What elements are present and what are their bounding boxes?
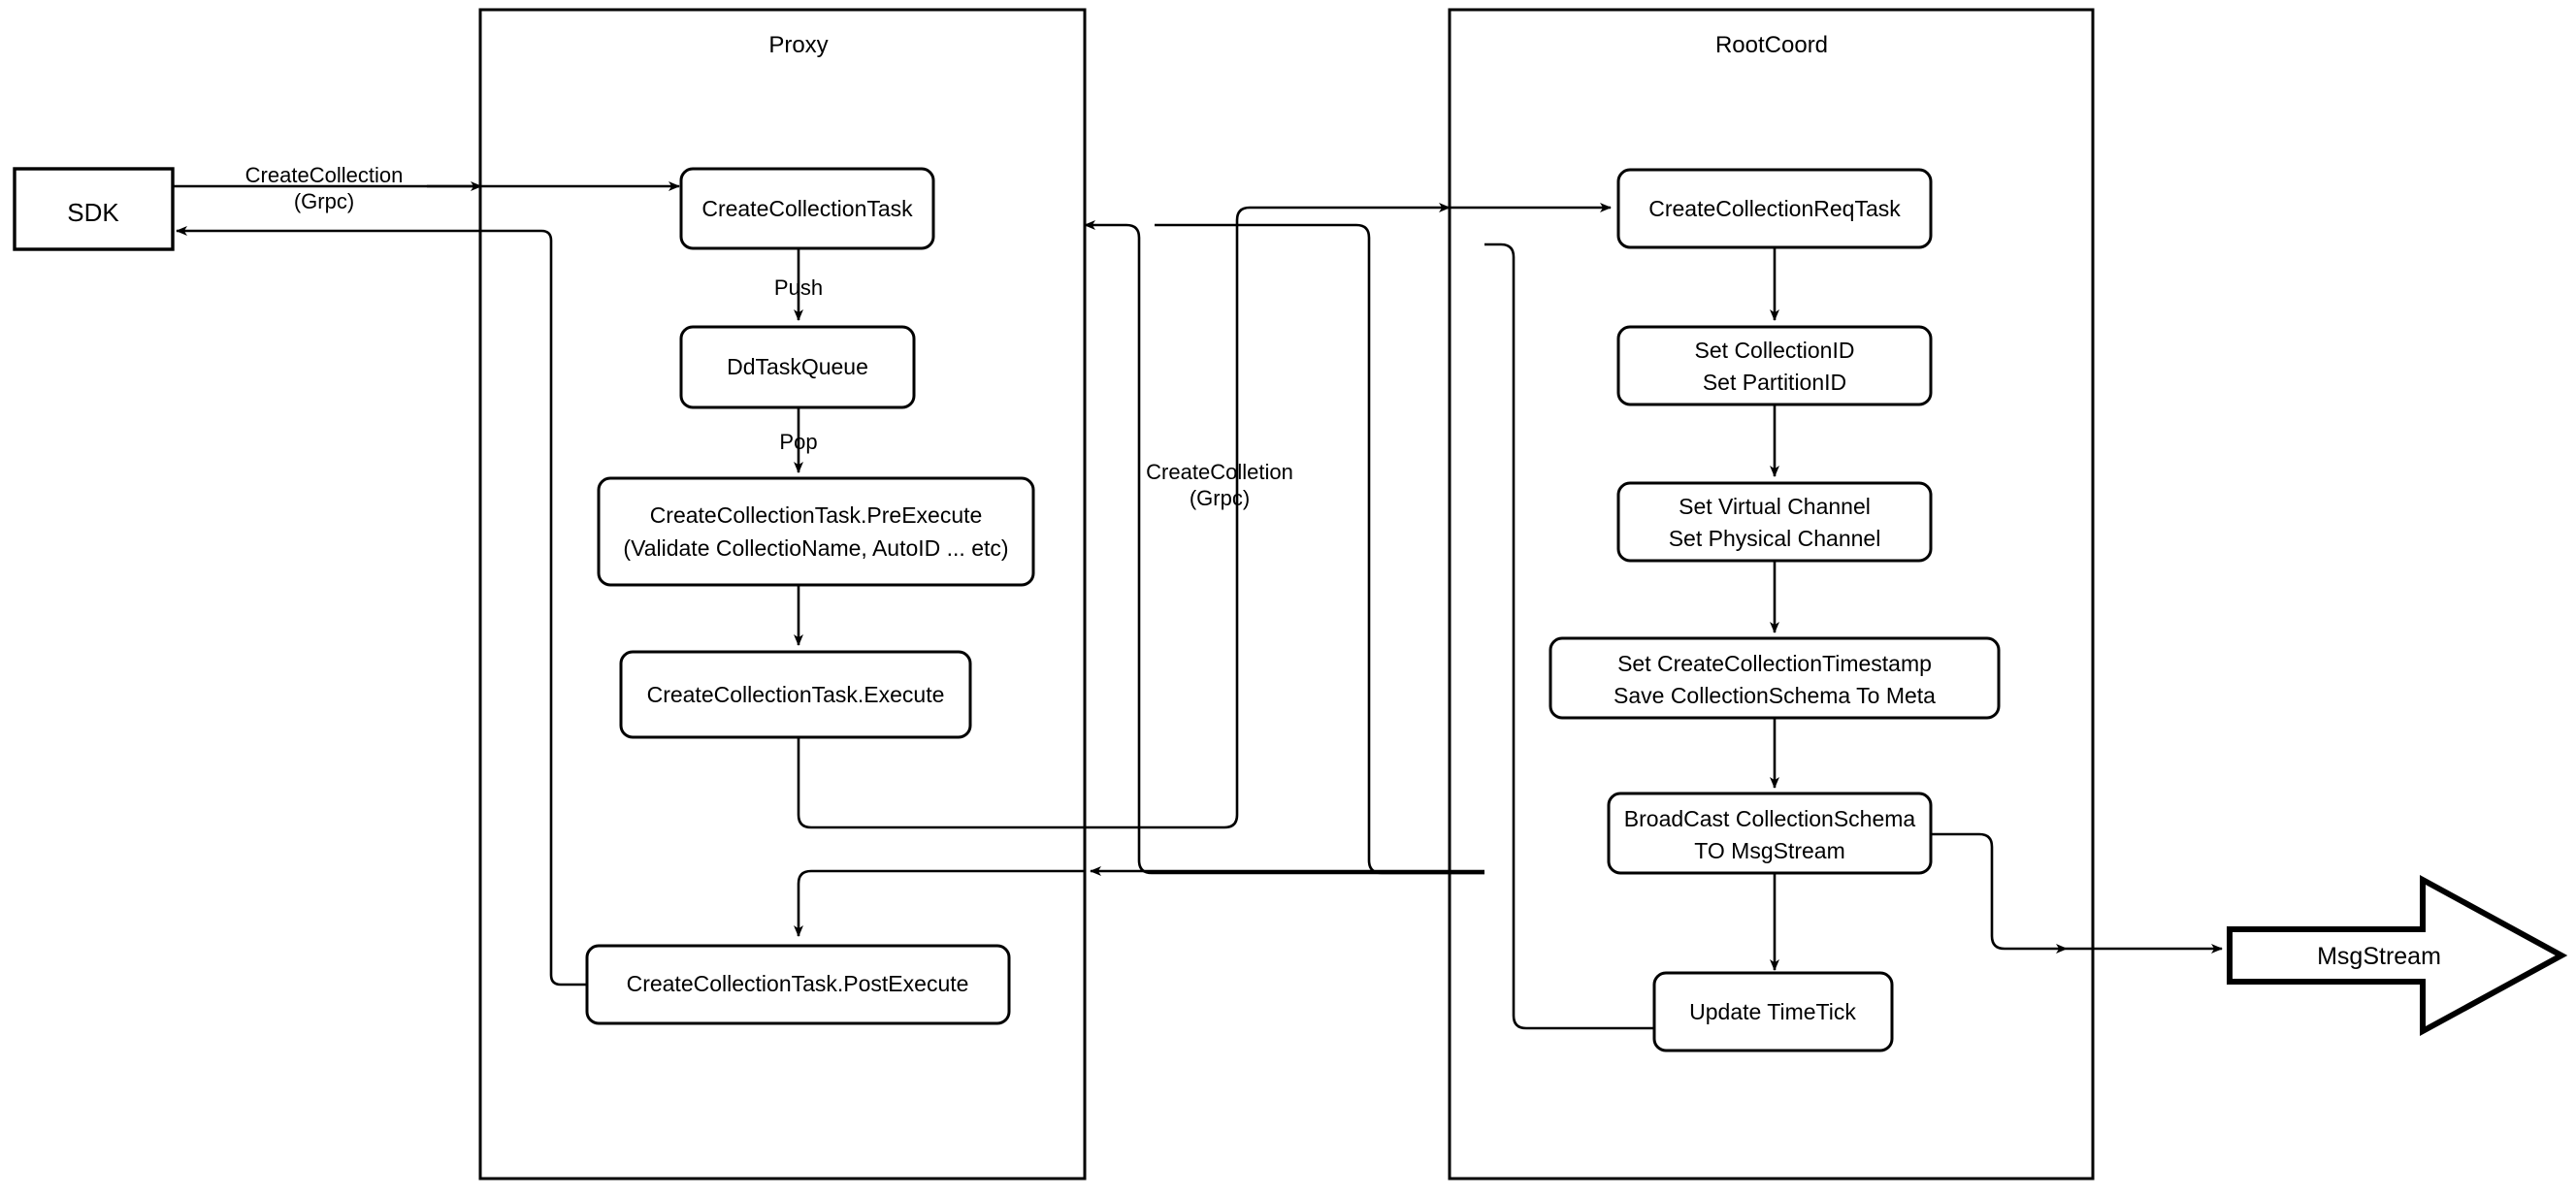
pop-edge-label: Pop [779,430,817,454]
update-timetick-rect[interactable] [1652,971,1894,1052]
node-update-timetick[interactable]: Update TimeTick [1652,971,1894,1052]
edge-execute-to-rootcoord-a [797,737,1211,829]
save-meta-label-line1: Set CreateCollectionTimestamp [1617,651,1932,676]
node-create-collection-task[interactable]: CreateCollectionTask [679,167,935,250]
set-ids-rect[interactable] [1616,325,1933,406]
edge-rootcoord-return-b [1084,220,1484,875]
node-pre-execute[interactable]: CreateCollectionTask.PreExecute (Validat… [597,476,1035,587]
save-meta-label-line2: Save CollectionSchema To Meta [1614,683,1936,708]
node-create-collection-req-task[interactable]: CreateCollectionReqTask [1616,168,1933,249]
dd-task-queue-rect[interactable] [679,325,916,409]
msgstream-arrow-shape[interactable] [2227,874,2568,1037]
set-channels-label-line1: Set Virtual Channel [1679,494,1871,519]
set-channels-label-line2: Set Physical Channel [1669,526,1881,551]
pre-execute-label-line2: (Validate CollectioName, AutoID ... etc) [623,535,1008,561]
edge-execute-to-rootcoord-b [1211,203,1451,829]
broadcast-rect[interactable] [1607,792,1933,875]
node-sdk[interactable]: SDK [13,167,175,251]
node-broadcast[interactable]: BroadCast CollectionSchema TO MsgStream [1607,792,1933,875]
update-timetick-label: Update TimeTick [1689,999,1856,1024]
post-execute-rect[interactable] [585,944,1011,1025]
edge-broadcast-to-msgstream-a [1931,832,2068,954]
post-execute-label: CreateCollectionTask.PostExecute [627,971,969,996]
proxy-rootcoord-edge-label-line2: (Grpc) [1190,486,1250,510]
node-set-channels[interactable]: Set Virtual Channel Set Physical Channel [1616,481,1933,563]
node-set-ids[interactable]: Set CollectionID Set PartitionID [1616,325,1933,406]
create-collection-task-label: CreateCollectionTask [701,196,913,221]
node-dd-task-queue[interactable]: DdTaskQueue [679,325,916,409]
push-edge-label: Push [774,275,823,300]
sdk-edge-label-line2: (Grpc) [294,189,354,213]
set-ids-label-line1: Set CollectionID [1695,338,1855,363]
create-collection-req-task-rect[interactable] [1616,168,1933,249]
set-channels-rect[interactable] [1616,481,1933,563]
proxy-container-label: Proxy [768,32,828,58]
create-collection-req-task-label: CreateCollectionReqTask [1648,196,1901,221]
node-post-execute[interactable]: CreateCollectionTask.PostExecute [585,944,1011,1025]
execute-label: CreateCollectionTask.Execute [647,682,945,707]
broadcast-label-line1: BroadCast CollectionSchema [1624,806,1916,831]
msgstream-label: MsgStream [2317,943,2441,970]
execute-rect[interactable] [619,650,972,739]
broadcast-label-line2: TO MsgStream [1694,838,1845,863]
sdk-box-rect[interactable] [13,167,175,251]
edge-rootcoord-return-a [1155,223,1484,875]
edge-return-to-postexecute [794,869,1085,937]
dd-task-queue-label: DdTaskQueue [727,354,868,379]
proxy-rootcoord-edge-label-line1: CreateColletion [1146,460,1293,484]
edge-label-createcolletion-grpc: CreateColletion (Grpc) [1146,460,1293,510]
edge-postexecute-to-sdk [176,226,587,987]
save-meta-rect[interactable] [1549,636,2001,720]
sdk-label: SDK [67,198,119,227]
set-ids-label-line2: Set PartitionID [1703,370,1846,395]
edge-timetick-loop [1484,243,1654,1030]
node-msgstream[interactable]: MsgStream [2227,874,2568,1037]
pre-execute-rect[interactable] [597,476,1035,587]
sdk-edge-label-line1: CreateCollection [245,163,404,187]
create-collection-task-rect[interactable] [679,167,935,250]
rootcoord-container-label: RootCoord [1715,32,1828,58]
node-save-meta[interactable]: Set CreateCollectionTimestamp Save Colle… [1549,636,2001,720]
edge-label-createcollection-grpc: CreateCollection (Grpc) [245,163,404,213]
node-execute[interactable]: CreateCollectionTask.Execute [619,650,972,739]
pre-execute-label-line1: CreateCollectionTask.PreExecute [650,502,983,528]
